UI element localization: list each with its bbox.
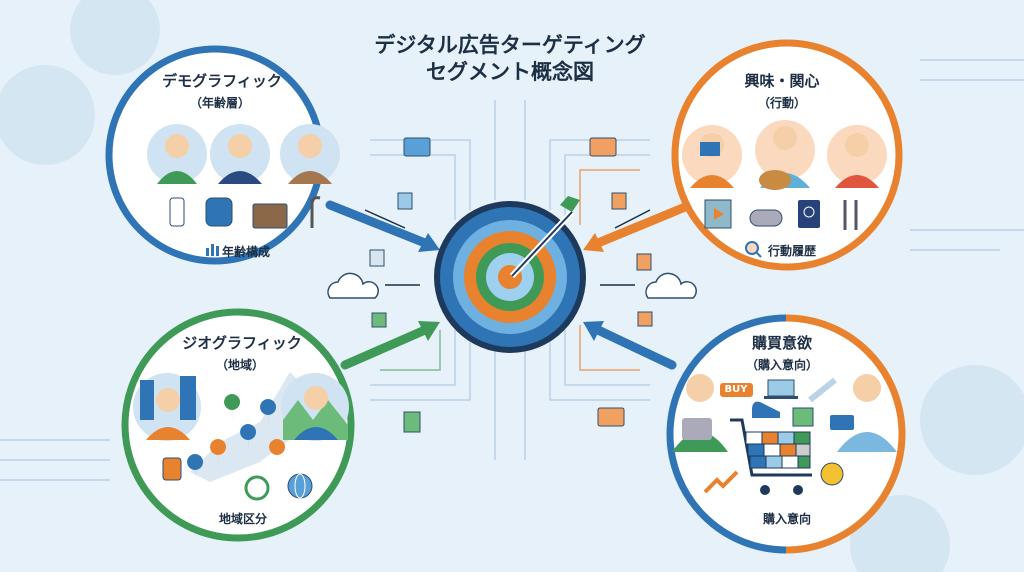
segment-heading-purchase: 購買意欲 (751, 334, 813, 352)
buy-badge (720, 383, 753, 397)
target-bullseye (434, 196, 586, 353)
coin-icon (820, 462, 844, 486)
cloud-icon (327, 272, 697, 299)
arrow-purchase (593, 325, 677, 370)
buy-badge-label: BUY (724, 384, 748, 395)
segment-caption-purchase: 購入意向 (762, 512, 812, 526)
compass-icon (244, 475, 270, 501)
globe-icon (287, 473, 313, 499)
arrow-geographic (340, 325, 430, 370)
shoe-icon (752, 401, 780, 418)
segment-caption-demographic: 年齢構成 (221, 245, 271, 259)
search-icon (745, 241, 762, 258)
title-line-2: セグメント概念図 (425, 60, 594, 84)
arrow-demographic (325, 200, 430, 248)
laptop-icon (764, 379, 798, 399)
segment-sub-interest: （行動） (757, 96, 807, 110)
trend-arrow (808, 377, 837, 403)
segment-caption-interest: 行動履歴 (767, 244, 817, 258)
circuit-lines (0, 59, 1024, 481)
person-icons-demographic (147, 124, 340, 184)
segment-sub-purchase: （購入意向） (745, 358, 819, 372)
page-title: デジタル広告ターゲティング セグメント概念図 (374, 32, 645, 86)
location-pin-icons (187, 394, 286, 482)
gift-icon (792, 407, 814, 427)
train-icon (162, 457, 182, 481)
person-icons-interest (682, 120, 887, 190)
segment-heading-interest: 興味・関心 (744, 72, 820, 90)
title-line-1: デジタル広告ターゲティング (374, 33, 646, 57)
pattern-decoration (0, 65, 95, 165)
growth-arrow-icon (703, 470, 739, 494)
hobby-icons (704, 199, 858, 230)
person-icons-purchase (672, 374, 897, 452)
segment-heading-demographic: デモグラフィック (162, 72, 282, 90)
segment-sub-demographic: （年齢層） (189, 96, 251, 110)
segment-caption-geographic: 地域区分 (218, 512, 268, 526)
segment-heading-geographic: ジオグラフィック (182, 334, 302, 352)
person-icons-geographic (133, 373, 349, 441)
segment-sub-geographic: （地域） (215, 358, 265, 372)
arrow-interest (593, 200, 695, 248)
document-icon (369, 137, 653, 433)
bar-chart-icon (206, 244, 219, 256)
life-stage-icons (169, 196, 321, 229)
shopping-cart-icon (730, 418, 812, 495)
